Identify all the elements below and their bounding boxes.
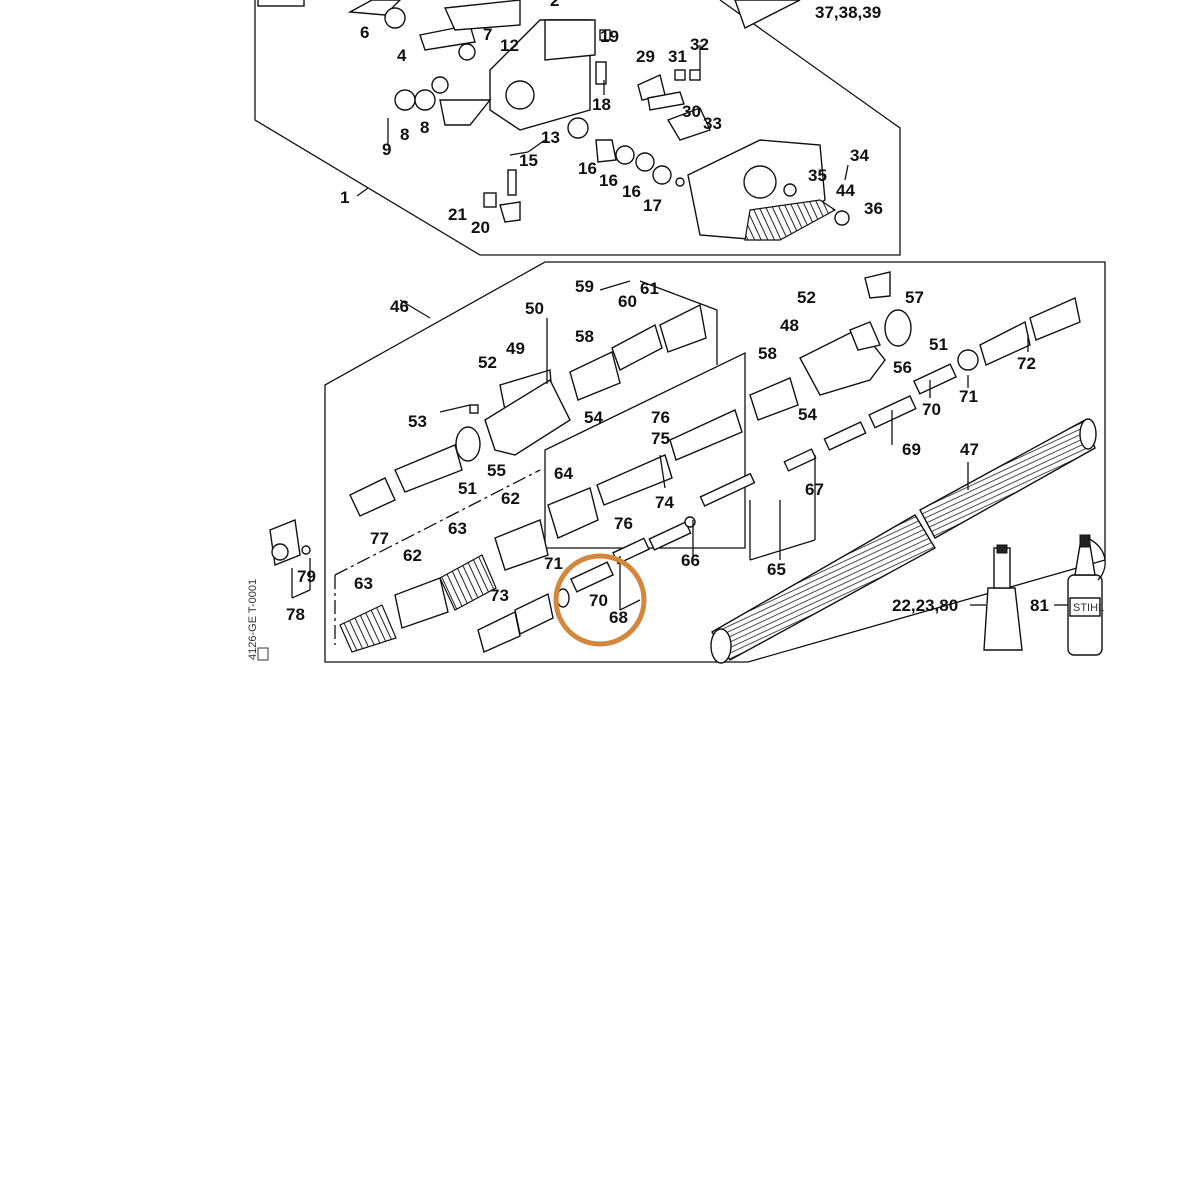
part-label: 29 <box>636 47 655 66</box>
part-label: 30 <box>682 102 701 121</box>
part-label: 62 <box>501 489 520 508</box>
part-label: 34 <box>850 146 869 165</box>
part-label: 64 <box>554 464 573 483</box>
part-label: 9 <box>382 140 391 159</box>
part-label: 70 <box>922 400 941 419</box>
part-label: 51 <box>929 335 948 354</box>
catalog-code: 4126-GE T-0001 <box>247 579 259 660</box>
part-label: 12 <box>500 36 519 55</box>
part-label: 22,23,80 <box>892 596 958 615</box>
part-label: 53 <box>408 412 427 431</box>
part-label: 57 <box>905 288 924 307</box>
part-label: 37,38,39 <box>815 3 881 22</box>
part-label: 67 <box>805 480 824 499</box>
part-label: 35 <box>808 166 827 185</box>
part-label: 54 <box>798 405 817 424</box>
part-label: 4 <box>397 46 407 65</box>
part-label: 16 <box>599 171 618 190</box>
part-label: 8 <box>420 118 429 137</box>
part-label: 70 <box>589 591 608 610</box>
part-label: 49 <box>506 339 525 358</box>
top-assembly-frame <box>254 0 901 256</box>
highlight-circle <box>553 553 647 647</box>
part-label: 81 <box>1030 596 1049 615</box>
part-label: 13 <box>541 128 560 147</box>
part-labels: 2 6 4 7 8 8 9 12 13 15 16 16 16 17 18 19… <box>247 0 1049 661</box>
part-label: 55 <box>487 461 506 480</box>
part-label: 77 <box>370 529 389 548</box>
part-label: 78 <box>286 605 305 624</box>
part-label: 46 <box>390 297 409 316</box>
part-label: 58 <box>575 327 594 346</box>
part-label: 36 <box>864 199 883 218</box>
part-label: 16 <box>578 159 597 178</box>
part-label: 18 <box>592 95 611 114</box>
part-label: 1 <box>340 188 349 207</box>
catalog-code-box <box>257 647 269 661</box>
part-label: 65 <box>767 560 786 579</box>
part-label: 54 <box>584 408 603 427</box>
part-label: 56 <box>893 358 912 377</box>
part-label: 52 <box>797 288 816 307</box>
part-label: 33 <box>703 114 722 133</box>
part-label: 63 <box>448 519 467 538</box>
part-label: 63 <box>354 574 373 593</box>
leader-lines <box>291 45 1068 611</box>
part-label: 59 <box>575 277 594 296</box>
part-label: 7 <box>483 25 492 44</box>
part-label: 76 <box>614 514 633 533</box>
part-label: 74 <box>655 493 674 512</box>
part-label: 62 <box>403 546 422 565</box>
part-label: 44 <box>836 181 855 200</box>
part-label: 31 <box>668 47 687 66</box>
top-parts-artwork <box>257 0 850 241</box>
part-label: 47 <box>960 440 979 459</box>
shaft-parts-artwork: STIHL <box>269 271 1106 664</box>
part-label: 50 <box>525 299 544 318</box>
part-label: 32 <box>690 35 709 54</box>
part-label: 17 <box>643 196 662 215</box>
part-label: 68 <box>609 608 628 627</box>
part-label: 8 <box>400 125 409 144</box>
part-label: 71 <box>544 554 563 573</box>
part-label: 71 <box>959 387 978 406</box>
part-label: 73 <box>490 586 509 605</box>
part-label: 15 <box>519 151 538 170</box>
part-label: 48 <box>780 316 799 335</box>
part-label: 6 <box>360 23 369 42</box>
part-label: 79 <box>297 567 316 586</box>
part-label: 60 <box>618 292 637 311</box>
part-label: 72 <box>1017 354 1036 373</box>
part-label: 66 <box>681 551 700 570</box>
bottle-brand-mark: STIHL <box>1073 602 1104 614</box>
part-label: 69 <box>902 440 921 459</box>
part-label: 61 <box>640 279 659 298</box>
part-label: 75 <box>651 429 670 448</box>
part-label: 76 <box>651 408 670 427</box>
part-label: 52 <box>478 353 497 372</box>
part-label: 16 <box>622 182 641 201</box>
part-label: 58 <box>758 344 777 363</box>
part-label: 51 <box>458 479 477 498</box>
part-label: 19 <box>600 27 619 46</box>
label-2: 2 <box>550 0 559 10</box>
part-label: 21 <box>448 205 467 224</box>
part-label: 20 <box>471 218 490 237</box>
